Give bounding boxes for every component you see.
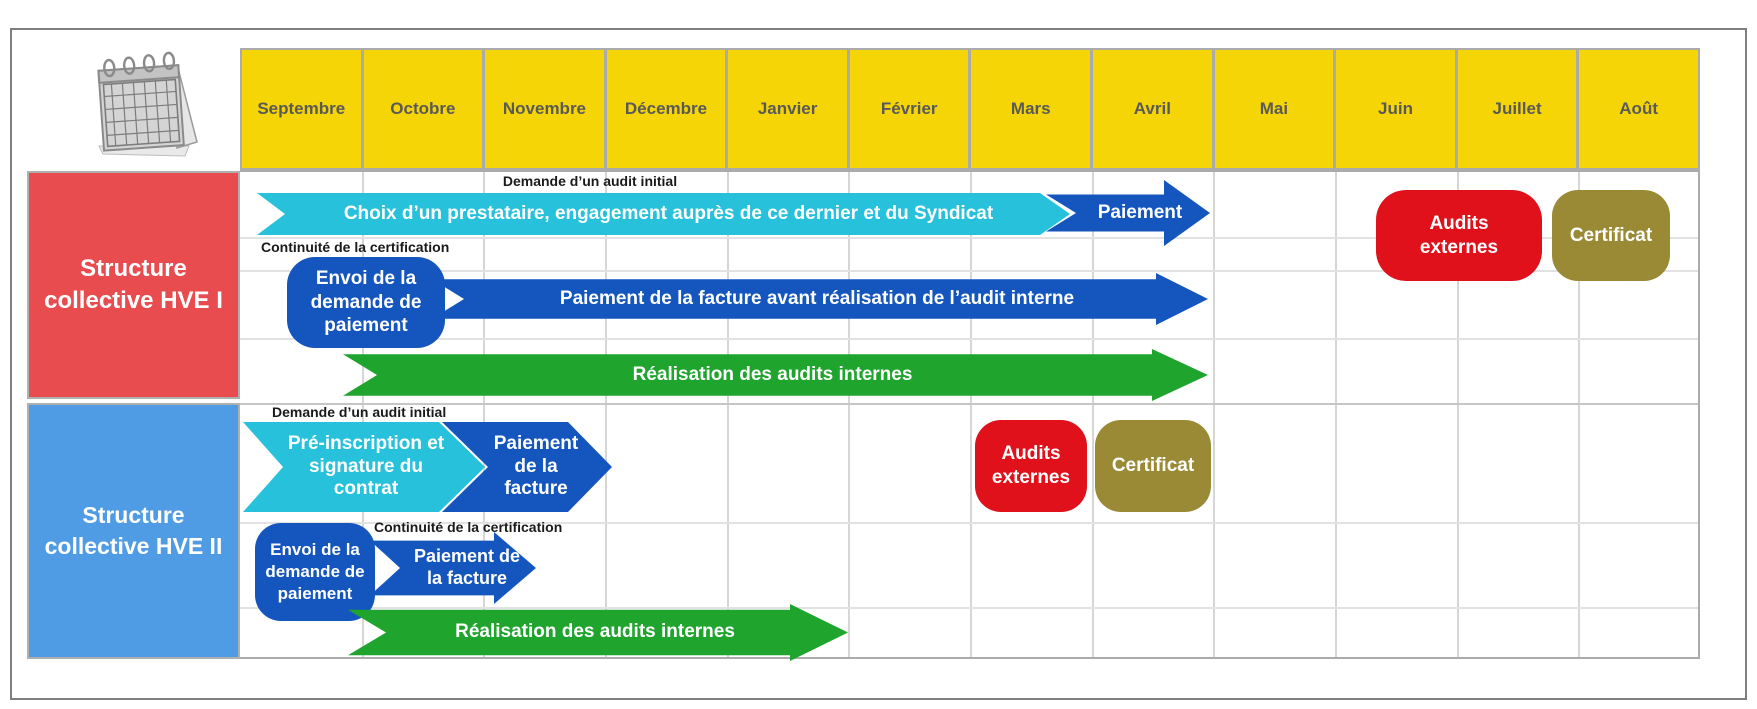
gridline-vertical [605,172,607,657]
month-cell-novembre: Novembre [485,50,607,168]
gridline-vertical [1213,172,1215,657]
hve2-certificat-box: Certificat [1095,420,1211,512]
month-cell-mai: Mai [1214,50,1337,168]
month-cell-aout: Août [1579,50,1698,168]
row-divider-line [240,403,1698,405]
month-cell-juin: Juin [1336,50,1458,168]
gridline-vertical [727,172,729,657]
hve2-continuite-label: Continuité de la certification [374,519,563,535]
row-label-structure-hve1: Structure collective HVE I [27,171,240,399]
hve1-demande-audit-label: Demande d’un audit initial [502,173,678,189]
month-cell-septembre: Septembre [242,50,364,168]
gridline-vertical [483,172,485,657]
hve2-audits-externes-box: Audits externes [975,420,1087,512]
gridline-vertical [362,172,364,657]
gridline-horizontal [240,237,1698,239]
hve1-choix-prestataire-arrow: Choix d’un prestataire, engagement auprè… [257,193,1070,235]
gridline-vertical [848,172,850,657]
month-cell-decembre: Décembre [606,50,729,168]
hve2-realisation-audits-internes-arrow: Réalisation des audits internes [348,604,848,661]
month-cell-octobre: Octobre [363,50,486,168]
row-label-structure-hve2: Structure collective HVE II [27,403,240,659]
hve1-envoi-demande-paiement-box: Envoi de la demande de paiement [287,257,445,348]
gridline-vertical [1578,172,1580,657]
gridline-vertical [1092,172,1094,657]
hve2-demande-audit-label: Demande d’un audit initial [272,404,447,420]
hve1-realisation-audits-internes-arrow: Réalisation des audits internes [343,349,1208,401]
hve1-audits-externes-box: Audits externes [1376,190,1542,281]
month-cell-avril: Avril [1093,50,1215,168]
gridline-horizontal [240,607,1698,609]
gridline-vertical [1335,172,1337,657]
month-cell-fevrier: Février [849,50,972,168]
hve2-envoi-demande-paiement-box: Envoi de la demande de paiement [255,523,375,621]
month-cell-mars: Mars [971,50,1094,168]
hve1-certificat-box: Certificat [1552,190,1670,281]
month-cell-janvier: Janvier [728,50,850,168]
gridline-horizontal [240,270,1698,272]
month-cell-juillet: Juillet [1457,50,1580,168]
gridline-vertical [1457,172,1459,657]
gridline-vertical [970,172,972,657]
gridline-horizontal [240,522,1698,524]
hve2-preinscription-arrow: Pré-inscription et signature du contrat [243,422,485,512]
calendar-icon [97,51,198,157]
month-header-row: Septembre Octobre Novembre Décembre Janv… [240,48,1700,170]
gridline-horizontal [240,338,1698,340]
hve1-continuite-label: Continuité de la certification [261,239,450,255]
hve1-paiement-facture-arrow: Paiement de la facture avant réalisation… [432,273,1208,325]
